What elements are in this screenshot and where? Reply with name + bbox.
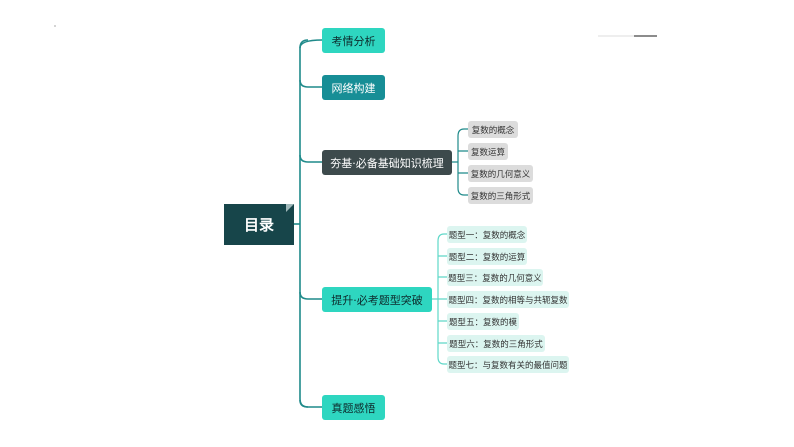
branch-connector-5 bbox=[299, 399, 322, 408]
branch-node-question-types[interactable]: 提升·必考题型突破 bbox=[322, 287, 432, 312]
subnode-label: 复数的三角形式 bbox=[470, 191, 531, 202]
subnode-type-5[interactable]: 题型五：复数的模 bbox=[447, 313, 519, 330]
branch-label: 夯基·必备基础知识梳理 bbox=[330, 156, 444, 170]
branch-label: 网络构建 bbox=[331, 81, 376, 95]
branch-connector-2 bbox=[299, 79, 322, 88]
subnode-type-3[interactable]: 题型三：复数的几何意义 bbox=[447, 269, 543, 286]
main-trunk bbox=[299, 39, 309, 408]
branch-node-real-exams[interactable]: 真题感悟 bbox=[322, 395, 385, 420]
subnode-label: 题型二：复数的运算 bbox=[448, 252, 526, 263]
subnode-basics-4[interactable]: 复数的三角形式 bbox=[468, 187, 533, 204]
subnode-label: 题型四：复数的相等与共轭复数 bbox=[448, 295, 568, 306]
subnode-label: 复数的几何意义 bbox=[470, 169, 531, 180]
subnode-type-7[interactable]: 题型七：与复数有关的最值问题 bbox=[447, 356, 569, 373]
branch-connector-4 bbox=[299, 291, 322, 300]
branch-connector-1 bbox=[299, 39, 323, 49]
subnode-basics-1[interactable]: 复数的概念 bbox=[468, 121, 518, 138]
subnode-type-4[interactable]: 题型四：复数的相等与共轭复数 bbox=[447, 291, 569, 308]
branch-connector-3 bbox=[299, 154, 322, 163]
subnode-basics-2[interactable]: 复数运算 bbox=[468, 143, 508, 160]
root-fold-corner bbox=[286, 204, 294, 212]
subnode-label: 题型三：复数的几何意义 bbox=[448, 273, 542, 284]
subnode-label: 题型五：复数的模 bbox=[449, 317, 518, 328]
branch-label: 真题感悟 bbox=[331, 401, 376, 415]
branch-node-exam-analysis[interactable]: 考情分析 bbox=[322, 28, 385, 53]
subnode-type-6[interactable]: 题型六：复数的三角形式 bbox=[447, 335, 545, 352]
root-node[interactable]: 目录 bbox=[224, 204, 294, 245]
subnode-label: 题型六：复数的三角形式 bbox=[449, 339, 543, 350]
root-label: 目录 bbox=[243, 216, 274, 234]
subnode-label: 复数的概念 bbox=[471, 125, 515, 136]
subnode-type-2[interactable]: 题型二：复数的运算 bbox=[447, 248, 527, 265]
subtree-3-connector bbox=[452, 128, 468, 196]
branch-label: 考情分析 bbox=[331, 34, 376, 48]
subtree-4-connector bbox=[432, 233, 447, 365]
decorative-dot bbox=[54, 25, 56, 27]
branch-node-basics[interactable]: 夯基·必备基础知识梳理 bbox=[322, 150, 452, 175]
branch-label: 提升·必考题型突破 bbox=[331, 293, 423, 307]
subnode-label: 复数运算 bbox=[471, 147, 506, 158]
subnode-label: 题型一：复数的概念 bbox=[448, 230, 526, 241]
subnode-label: 题型七：与复数有关的最值问题 bbox=[448, 360, 568, 371]
branch-node-network[interactable]: 网络构建 bbox=[322, 75, 385, 100]
subnode-basics-3[interactable]: 复数的几何意义 bbox=[468, 165, 533, 182]
subnode-type-1[interactable]: 题型一：复数的概念 bbox=[447, 226, 527, 243]
